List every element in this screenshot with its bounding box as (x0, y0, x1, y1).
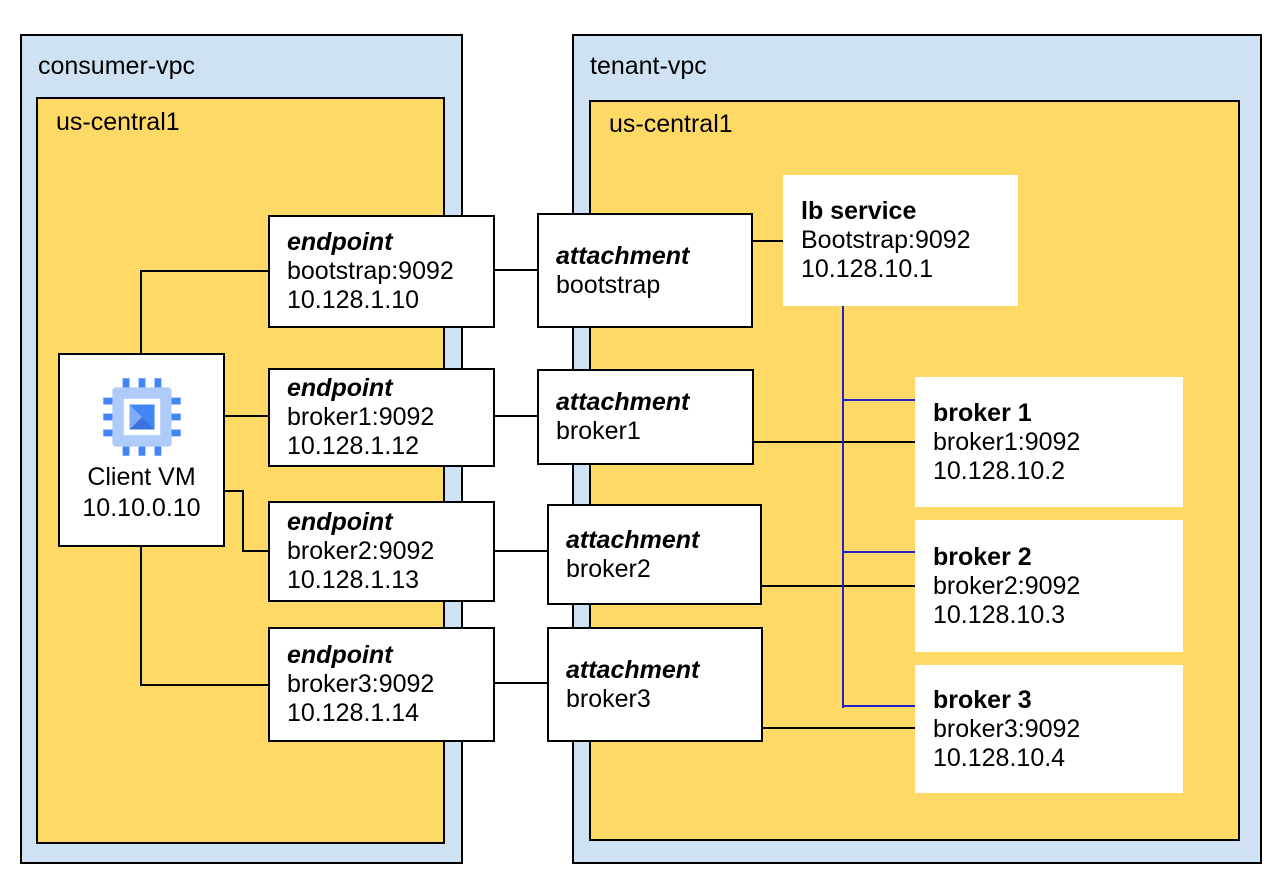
lb-service-port: Bootstrap:9092 (801, 226, 971, 254)
endpoint-service: broker3:9092 (287, 670, 435, 698)
attachment-box-bootstrap: attachment bootstrap (537, 213, 753, 328)
endpoint-service: bootstrap:9092 (287, 257, 454, 285)
endpoint-ip: 10.128.1.14 (287, 699, 420, 727)
endpoint-title: endpoint (287, 228, 393, 256)
connector-clientvm-endpoint-bootstrap (140, 271, 142, 355)
connector-endpoint-attachment-broker2 (494, 550, 549, 552)
broker-box-2: broker 2 broker2:9092 10.128.10.3 (915, 520, 1183, 652)
endpoint-box-bootstrap: endpoint bootstrap:9092 10.128.1.10 (268, 215, 495, 328)
broker-box-1: broker 1 broker1:9092 10.128.10.2 (915, 377, 1183, 507)
attachment-title: attachment (566, 525, 700, 554)
lb-branch-broker1 (842, 399, 917, 401)
connector-clientvm-endpoint-broker3 (140, 545, 142, 686)
attachment-name: broker2 (566, 554, 651, 583)
attachment-box-broker3: attachment broker3 (547, 627, 763, 742)
connector-attachment-broker3 (761, 727, 917, 729)
connector-clientvm-endpoint-broker2 (242, 490, 244, 552)
connector-endpoint-attachment-bootstrap (494, 269, 539, 271)
attachment-title: attachment (566, 655, 700, 684)
client-vm-ip: 10.10.0.10 (82, 494, 201, 522)
endpoint-title: endpoint (287, 508, 393, 536)
broker-title: broker 3 (933, 685, 1032, 714)
endpoint-ip: 10.128.1.10 (287, 286, 420, 314)
broker-title: broker 1 (933, 398, 1032, 427)
endpoint-service: broker2:9092 (287, 537, 435, 565)
endpoint-ip: 10.128.1.13 (287, 566, 420, 594)
tenant-region-label: us-central1 (609, 110, 733, 138)
consumer-region-label: us-central1 (56, 108, 180, 136)
client-vm-name: Client VM (87, 463, 196, 491)
broker-service: broker2:9092 (933, 571, 1081, 600)
broker-ip: 10.128.10.2 (933, 456, 1066, 485)
endpoint-title: endpoint (287, 641, 393, 669)
connector-clientvm-endpoint-broker2 (242, 550, 270, 552)
attachment-box-broker2: attachment broker2 (547, 504, 762, 605)
lb-branch-broker2 (842, 551, 917, 553)
endpoint-box-broker2: endpoint broker2:9092 10.128.1.13 (268, 501, 495, 602)
endpoint-service: broker1:9092 (287, 403, 435, 431)
connector-endpoint-attachment-broker1 (494, 415, 539, 417)
connector-clientvm-endpoint-broker1 (225, 415, 270, 417)
connector-clientvm-endpoint-broker3 (140, 684, 270, 686)
attachment-box-broker1: attachment broker1 (537, 369, 754, 465)
broker-service: broker1:9092 (933, 427, 1081, 456)
attachment-name: bootstrap (556, 270, 661, 299)
endpoint-title: endpoint (287, 374, 393, 402)
broker-service: broker3:9092 (933, 714, 1081, 743)
connector-attachment-broker1 (752, 441, 917, 443)
broker-ip: 10.128.10.4 (933, 743, 1066, 772)
endpoint-ip: 10.128.1.12 (287, 432, 420, 460)
connector-clientvm-endpoint-broker2 (225, 490, 244, 492)
lb-service-ip: 10.128.10.1 (801, 255, 934, 283)
lb-trunk-line (842, 305, 844, 708)
endpoint-box-broker1: endpoint broker1:9092 10.128.1.12 (268, 368, 495, 467)
broker-box-3: broker 3 broker3:9092 10.128.10.4 (915, 665, 1183, 793)
attachment-name: broker1 (556, 417, 641, 445)
connector-clientvm-endpoint-bootstrap (140, 270, 270, 272)
lb-service-box: lb service Bootstrap:9092 10.128.10.1 (783, 175, 1018, 306)
connector-endpoint-attachment-broker3 (495, 682, 549, 684)
broker-title: broker 2 (933, 542, 1032, 571)
connector-attachment-broker2 (760, 585, 917, 587)
attachment-title: attachment (556, 241, 690, 270)
compute-engine-chip-icon (102, 378, 181, 456)
client-vm-box: Client VM 10.10.0.10 (58, 353, 225, 547)
endpoint-box-broker3: endpoint broker3:9092 10.128.1.14 (268, 627, 495, 742)
attachment-name: broker3 (566, 684, 651, 713)
connector-attachment-lbservice (751, 240, 785, 242)
lb-branch-broker3 (842, 705, 917, 707)
consumer-vpc-label: consumer-vpc (38, 52, 195, 80)
attachment-title: attachment (556, 388, 690, 416)
tenant-vpc-label: tenant-vpc (590, 52, 707, 80)
broker-ip: 10.128.10.3 (933, 600, 1066, 629)
lb-service-title: lb service (801, 197, 917, 225)
